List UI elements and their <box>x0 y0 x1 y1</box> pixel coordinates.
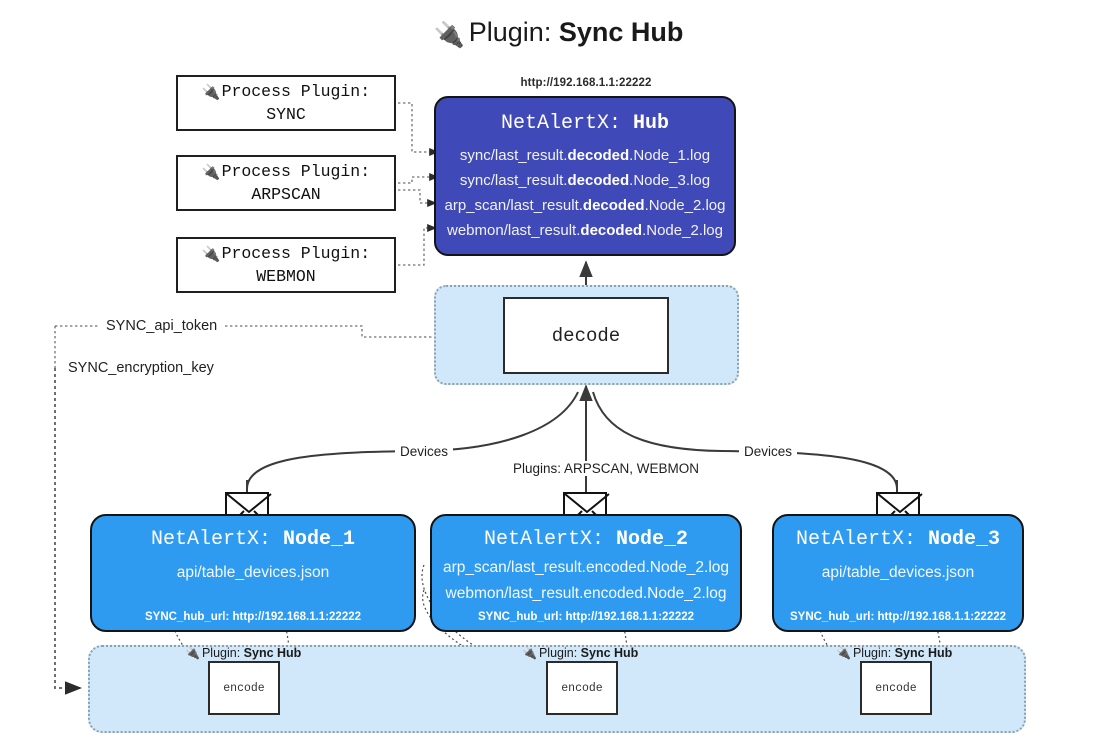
node-hub-url: SYNC_hub_url: http://192.168.1.1:22222 <box>477 611 695 623</box>
log-strong: decoded <box>580 222 643 239</box>
page-title-name: Sync Hub <box>558 17 684 47</box>
node-title-name: Node_3 <box>928 528 1001 551</box>
node-box-node-3[interactable]: NetAlertX: Node_3 api/table_devices.json… <box>772 514 1024 632</box>
log-post: .Node_2.log <box>644 197 726 214</box>
node-file-line: arp_scan/last_result.encoded.Node_2.log <box>442 559 730 576</box>
edge-label-devices-right: Devices <box>739 444 798 459</box>
node-title: NetAlertX: Node_1 <box>92 528 414 551</box>
encode-box-node-3[interactable]: encode <box>860 661 932 715</box>
node-title-name: Node_2 <box>616 528 689 551</box>
process-plugin-webmon-box[interactable]: 🔌 Process Plugin: WEBMON <box>176 237 396 293</box>
log-pre: webmon/last_result. <box>447 222 581 239</box>
plug-icon: 🔌 <box>522 646 537 660</box>
plug-icon: 🔌 <box>201 83 221 102</box>
node-file-line: api/table_devices.json <box>821 564 975 581</box>
edge-label-devices-left: Devices <box>395 444 454 459</box>
encode-box-node-2[interactable]: encode <box>546 661 618 715</box>
page-title-lead: Plugin: <box>468 17 559 47</box>
plugin-tag-name: Sync Hub <box>894 646 953 660</box>
hub-log-line: sync/last_result.decoded.Node_3.log <box>436 168 734 193</box>
hub-node-box[interactable]: NetAlertX: Hub sync/last_result.decoded.… <box>434 96 736 256</box>
node-file-line: api/table_devices.json <box>176 564 330 581</box>
plug-icon: 🔌 <box>185 646 200 660</box>
node-title-prefix: NetAlertX: <box>795 528 928 551</box>
hub-log-line: sync/last_result.decoded.Node_1.log <box>436 143 734 168</box>
log-post: .Node_2.log <box>642 222 723 239</box>
node-file-line: webmon/last_result.encoded.Node_2.log <box>445 585 727 602</box>
edge-label-plugins: Plugins: ARPSCAN, WEBMON <box>508 461 705 476</box>
plugin-tag-name: Sync Hub <box>580 646 639 660</box>
node-hub-url: SYNC_hub_url: http://192.168.1.1:22222 <box>144 611 362 623</box>
hub-title-name: Hub <box>633 112 670 135</box>
plugin-tag-node-2: 🔌Plugin: Sync Hub <box>522 646 638 660</box>
node-title-prefix: NetAlertX: <box>150 528 283 551</box>
node-title-name: Node_1 <box>283 528 356 551</box>
process-plugin-label: Process Plugin: <box>221 82 371 102</box>
node-title: NetAlertX: Node_2 <box>432 528 740 551</box>
plugin-tag-name: Sync Hub <box>243 646 302 660</box>
plugin-tag-lead: Plugin: <box>852 646 895 660</box>
process-plugin-arpscan-box[interactable]: 🔌 Process Plugin: ARPSCAN <box>176 155 396 211</box>
decode-box[interactable]: decode <box>503 297 669 374</box>
hub-log-line: arp_scan/last_result.decoded.Node_2.log <box>436 193 734 218</box>
plug-icon: 🔌 <box>201 245 221 264</box>
plugin-tag-node-3: 🔌Plugin: Sync Hub <box>836 646 952 660</box>
process-plugin-label: Process Plugin: <box>221 162 371 182</box>
process-plugin-sync-box[interactable]: 🔌 Process Plugin: SYNC <box>176 75 396 131</box>
node-box-node-2[interactable]: NetAlertX: Node_2 arp_scan/last_result.e… <box>430 514 742 632</box>
hub-log-list: sync/last_result.decoded.Node_1.log sync… <box>436 143 734 243</box>
plugin-tag-lead: Plugin: <box>201 646 244 660</box>
page-title: 🔌Plugin: Sync Hub <box>0 16 1117 49</box>
hub-title-prefix: NetAlertX: <box>500 112 633 135</box>
sync-api-token-label: SYNC_api_token <box>100 318 224 334</box>
plug-icon: 🔌 <box>836 646 851 660</box>
plugin-tag-lead: Plugin: <box>538 646 581 660</box>
log-strong: decoded <box>567 172 630 189</box>
hub-url-label: http://192.168.1.1:22222 <box>520 77 652 89</box>
log-post: .Node_1.log <box>629 147 711 164</box>
log-post: .Node_3.log <box>629 172 711 189</box>
log-pre: sync/last_result. <box>459 172 568 189</box>
process-plugin-name: WEBMON <box>256 266 316 286</box>
encode-box-node-1[interactable]: encode <box>208 661 280 715</box>
hub-log-line: webmon/last_result.decoded.Node_2.log <box>436 218 734 243</box>
node-box-node-1[interactable]: NetAlertX: Node_1 api/table_devices.json… <box>90 514 416 632</box>
node-hub-url: SYNC_hub_url: http://192.168.1.1:22222 <box>789 611 1007 623</box>
node-title-prefix: NetAlertX: <box>483 528 616 551</box>
plug-icon: 🔌 <box>433 21 465 49</box>
node-file-list: api/table_devices.json <box>774 560 1022 586</box>
plugin-tag-node-1: 🔌Plugin: Sync Hub <box>185 646 301 660</box>
sync-encryption-key-label: SYNC_encryption_key <box>62 360 220 376</box>
node-file-list: arp_scan/last_result.encoded.Node_2.log … <box>432 555 740 607</box>
plug-icon: 🔌 <box>201 163 221 182</box>
log-strong: decoded <box>582 197 645 214</box>
process-plugin-label: Process Plugin: <box>221 244 371 264</box>
log-strong: decoded <box>567 147 630 164</box>
log-pre: sync/last_result. <box>459 147 568 164</box>
process-plugin-name: ARPSCAN <box>251 184 321 204</box>
node-file-list: api/table_devices.json <box>92 560 414 586</box>
node-title: NetAlertX: Node_3 <box>774 528 1022 551</box>
log-pre: arp_scan/last_result. <box>444 197 583 214</box>
hub-title: NetAlertX: Hub <box>436 112 734 135</box>
process-plugin-name: SYNC <box>266 104 306 124</box>
